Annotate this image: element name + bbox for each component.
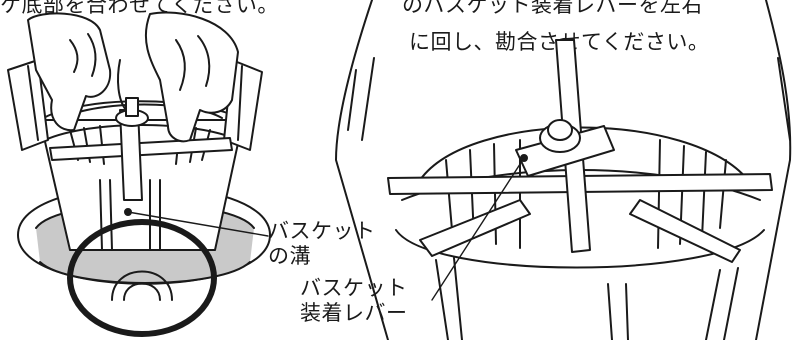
left-figure	[7, 11, 271, 337]
right-figure	[335, 0, 792, 340]
callout-basket-groove-line1: バスケット	[268, 219, 376, 243]
highlight-circle	[67, 219, 217, 337]
callout-basket-lever-line1: バスケット	[300, 276, 408, 300]
callout-basket-groove: バスケット の溝	[268, 219, 376, 269]
hand-right	[144, 11, 239, 143]
bowl-outline	[335, 0, 389, 340]
instruction-text-left: ケ底部を合わせてください。	[0, 0, 279, 17]
callout-basket-lever: バスケット 装着レバー	[300, 276, 408, 326]
blade-horizontal	[49, 137, 233, 161]
groove-leader-line	[127, 211, 269, 237]
instruction-text-right-line1: のバスケット装着レバーを左右	[402, 0, 703, 17]
lever-leader-line	[431, 157, 525, 301]
hand-left	[27, 12, 112, 132]
callout-basket-groove-line2: の溝	[268, 244, 311, 268]
callout-basket-lever-line2: 装着レバー	[300, 301, 408, 325]
